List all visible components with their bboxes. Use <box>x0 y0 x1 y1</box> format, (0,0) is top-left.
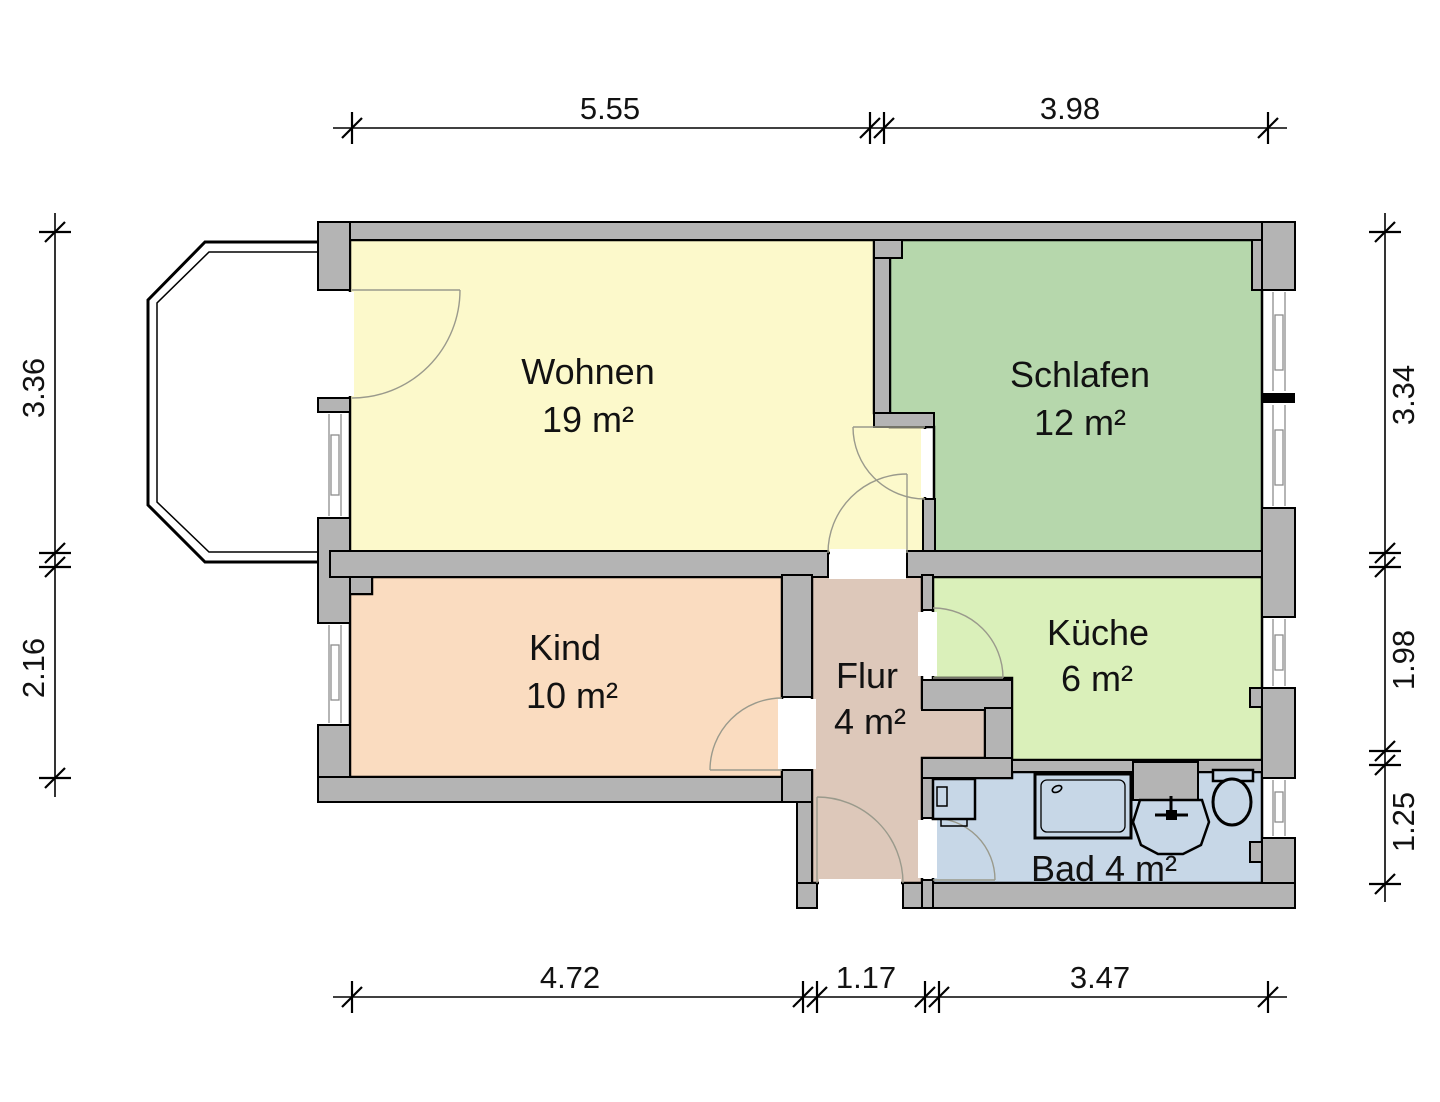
wall-schlafen-kueche <box>906 550 1263 578</box>
wohnen-name-label: Wohnen <box>521 351 654 392</box>
wall-bad-top <box>921 757 1013 779</box>
kind-window-icon <box>328 625 342 723</box>
dim-right-1: 3.34 <box>1386 365 1421 425</box>
sink-icon <box>1131 796 1211 856</box>
flur-name-label: Flur <box>836 655 898 696</box>
kind-area-label: 10 m² <box>526 675 618 716</box>
wall-left-2 <box>317 397 351 413</box>
dim-top-1: 5.55 <box>580 91 640 126</box>
wall-wohnen-schlafen <box>873 239 891 414</box>
wall-niche-top <box>921 679 1013 711</box>
kueche-area-label: 6 m² <box>1061 658 1133 699</box>
wall-ws-jamb <box>922 498 936 554</box>
room-schlafen <box>888 238 1264 555</box>
kueche-door-swing-icon <box>932 607 1004 679</box>
schlafen-window-b-icon <box>1272 405 1286 506</box>
wohnen-area-label: 19 m² <box>542 399 634 440</box>
wall-kind-nw-step <box>349 576 373 595</box>
wall-right-3 <box>1261 687 1296 779</box>
wall-kind-bottom <box>317 776 813 803</box>
wall-flur-bad-1 <box>921 777 934 819</box>
wall-left-1 <box>317 221 351 291</box>
kind-door-swing-icon <box>709 697 783 771</box>
wall-step-left <box>796 801 813 884</box>
wohnen-flur-door-swing-icon <box>827 473 908 554</box>
dim-left-2: 2.16 <box>16 638 51 698</box>
wall-pier-kueche-window <box>1249 687 1263 708</box>
bay-window-icon <box>146 240 318 564</box>
schlafen-window-divider <box>1261 393 1295 403</box>
dim-left-1: 3.36 <box>16 358 51 418</box>
wall-wohnen-kind <box>329 550 829 578</box>
wall-kind-flur-top <box>781 574 813 698</box>
bathroom-fixtures <box>931 768 1255 856</box>
wall-entry-left <box>796 882 818 909</box>
wall-right-2 <box>1261 507 1296 618</box>
bad-label: Bad 4 m² <box>1031 848 1177 889</box>
wall-pier-bad-window <box>1249 841 1263 863</box>
dimension-bottom: 4.72 1.17 3.47 <box>333 960 1287 1015</box>
wall-pier-schlafen-nw <box>873 239 903 259</box>
room-wohnen <box>348 238 927 555</box>
toilet-icon <box>1211 768 1255 827</box>
dim-right-3: 1.25 <box>1386 792 1421 852</box>
windows <box>328 292 1295 836</box>
kind-name-label: Kind <box>529 627 601 668</box>
doors <box>351 289 1004 884</box>
schlafen-name-label: Schlafen <box>1010 354 1150 395</box>
flur-area-label: 4 m² <box>834 701 906 742</box>
washing-machine-icon <box>931 777 977 827</box>
wall-flur-kueche-stub <box>921 574 934 611</box>
room-labels: Wohnen 19 m² Schlafen 12 m² Kind 10 m² F… <box>521 351 1177 889</box>
schlafen-window-a-icon <box>1272 292 1286 391</box>
wall-flur-bad-2 <box>921 879 934 909</box>
entrance-door-swing-icon <box>816 796 904 884</box>
dim-bottom-1: 4.72 <box>540 960 600 995</box>
bathtub-icon <box>1033 772 1133 840</box>
dim-bottom-3: 3.47 <box>1070 960 1130 995</box>
dim-right-2: 1.98 <box>1386 630 1421 690</box>
wall-bad-duct <box>1132 761 1199 801</box>
dimension-top: 5.55 3.98 <box>333 91 1287 146</box>
kueche-name-label: Küche <box>1047 612 1149 653</box>
schlafen-area-label: 12 m² <box>1034 402 1126 443</box>
door-thresholds <box>345 292 937 887</box>
wall-right-1 <box>1261 221 1296 291</box>
kueche-window-icon <box>1272 619 1286 686</box>
wall-flange-ws <box>873 412 935 428</box>
dimension-left: 3.36 2.16 <box>16 213 73 797</box>
dim-bottom-2: 1.17 <box>836 960 896 995</box>
bad-window-icon <box>1272 780 1286 836</box>
schlafen-door-swing-icon <box>852 426 926 500</box>
wall-pier-ne <box>1251 239 1263 291</box>
dimension-right: 3.34 1.98 1.25 <box>1367 213 1421 902</box>
dim-top-2: 3.98 <box>1040 91 1100 126</box>
wohnen-window-icon <box>328 414 342 516</box>
walls <box>317 221 1296 909</box>
wall-kind-flur-bottom <box>781 769 813 803</box>
balcony-door-swing-icon <box>351 289 461 399</box>
wall-top <box>317 221 1296 241</box>
